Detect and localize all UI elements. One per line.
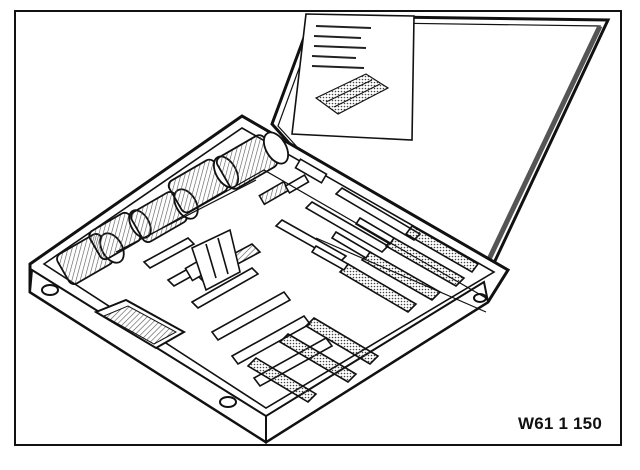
tools xyxy=(184,158,480,404)
tray-ribs xyxy=(115,169,487,313)
socket-row xyxy=(56,131,290,285)
figure-frame: W61 1 150 xyxy=(14,10,622,446)
driver-2 xyxy=(330,230,442,301)
socket-5 xyxy=(215,131,290,190)
driver-7 xyxy=(246,356,318,404)
bit-set xyxy=(258,158,328,206)
tool-case-illustration xyxy=(28,13,611,444)
driver-4 xyxy=(404,224,480,274)
driver-6 xyxy=(304,316,380,366)
tool-slots xyxy=(142,186,422,388)
latch-left xyxy=(41,284,59,296)
figure-code-label: W61 1 150 xyxy=(517,414,602,433)
latch-right xyxy=(219,396,237,408)
puller-tool xyxy=(191,228,241,292)
carry-handle xyxy=(93,298,187,350)
driver-5 xyxy=(278,332,358,384)
instruction-sheet xyxy=(291,13,415,141)
driver-1 xyxy=(310,244,418,314)
